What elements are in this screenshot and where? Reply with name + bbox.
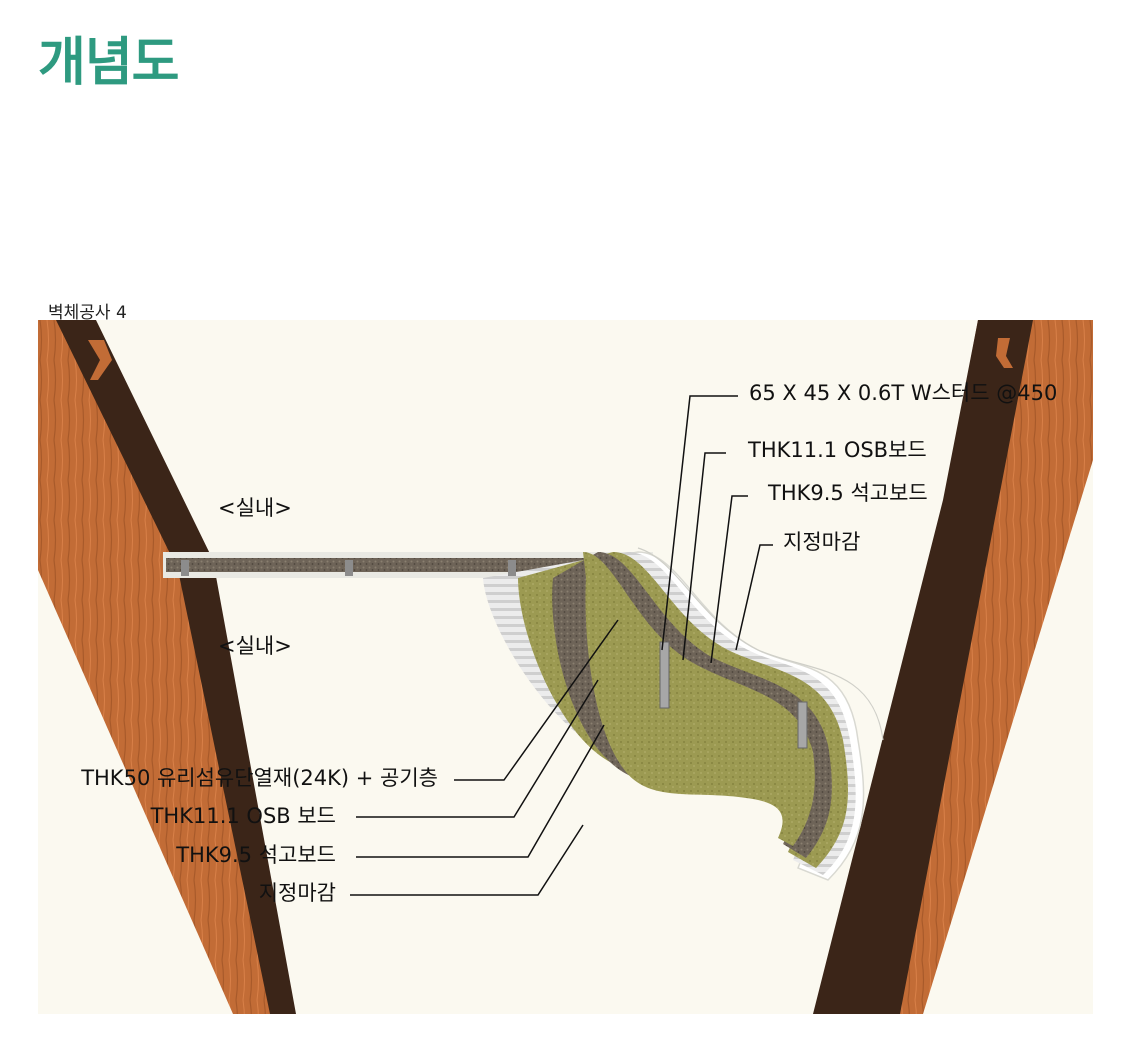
label-gypsum-board-left: THK9.5 석고보드 bbox=[175, 843, 336, 867]
label-finish-left: 지정마감 bbox=[259, 881, 336, 905]
wall-section-diagram: <실내> <실내> 65 X 45 X 0.6T W스터드 @450 THK11… bbox=[38, 320, 1093, 1014]
zone-label-upper: <실내> bbox=[218, 496, 292, 520]
label-finish-right: 지정마감 bbox=[783, 530, 860, 554]
inner-osb-layer bbox=[583, 552, 815, 846]
steel-studs bbox=[181, 560, 808, 749]
right-wall-panel bbox=[813, 320, 1093, 1014]
right-leader-lines bbox=[661, 395, 773, 664]
left-wall-panel bbox=[38, 320, 296, 1014]
label-osb-board-right: THK11.1 OSB보드 bbox=[747, 438, 927, 462]
label-w-stud: 65 X 45 X 0.6T W스터드 @450 bbox=[749, 381, 1057, 405]
curved-wall-layers bbox=[483, 547, 884, 881]
label-insulation: THK50 유리섬유단열재(24K) + 공기층 bbox=[80, 766, 438, 790]
label-osb-board-left: THK11.1 OSB 보드 bbox=[150, 804, 336, 828]
left-leader-lines bbox=[350, 619, 619, 896]
page-title: 개념도 bbox=[38, 33, 180, 93]
label-gypsum-board-right: THK9.5 석고보드 bbox=[767, 481, 928, 505]
diagram-caption: 벽체공사 4 bbox=[48, 303, 127, 323]
zone-label-lower: <실내> bbox=[218, 634, 292, 658]
